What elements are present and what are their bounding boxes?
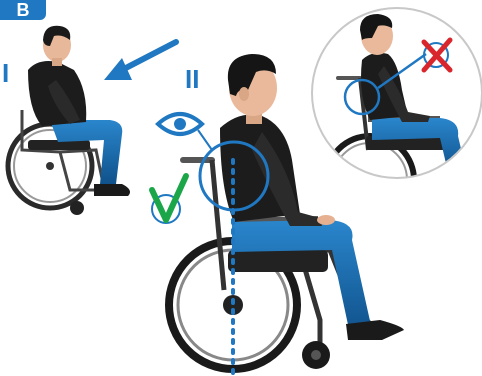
arrow-icon bbox=[104, 42, 176, 80]
small-wheelchair-user bbox=[8, 26, 130, 215]
small-caster-wheel bbox=[70, 201, 84, 215]
eye-icon bbox=[158, 114, 202, 134]
checkmark-icon bbox=[152, 176, 186, 223]
incorrect-posture-inset bbox=[312, 8, 482, 224]
